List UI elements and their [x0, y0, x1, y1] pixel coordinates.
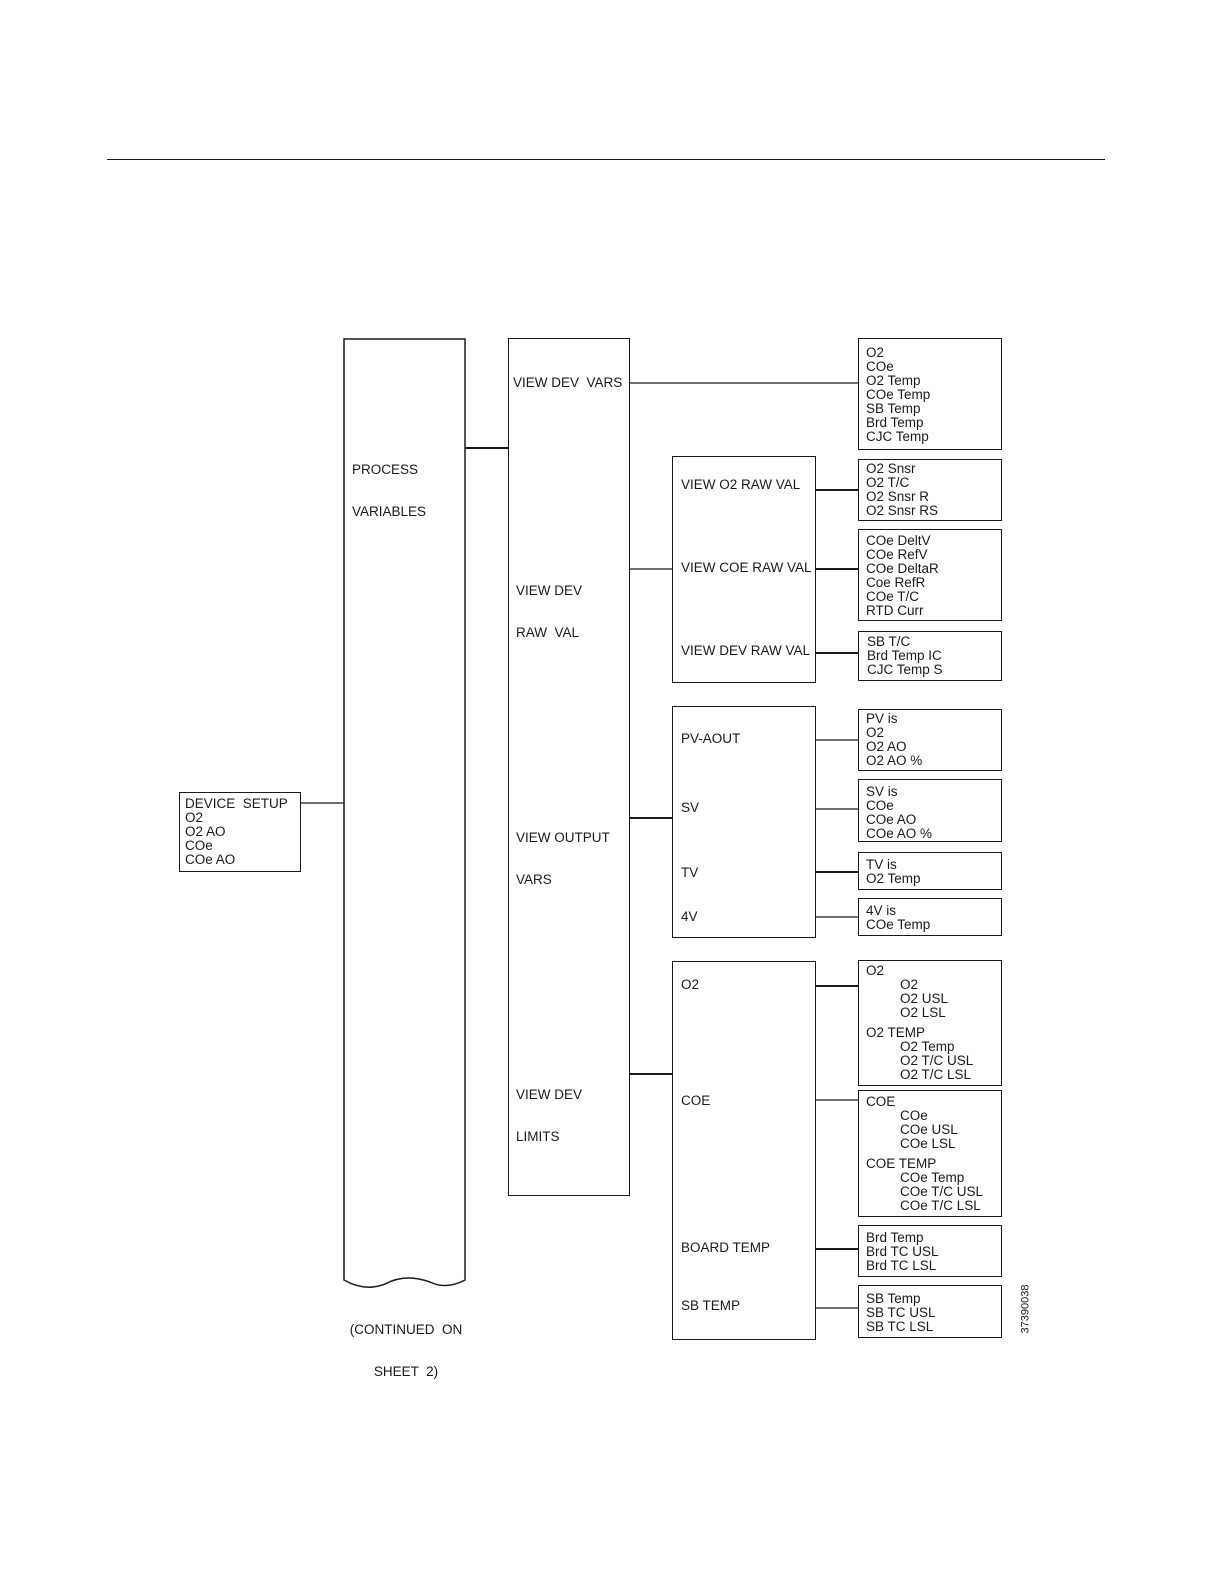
view-coe-raw-val-label: VIEW COE RAW VAL	[681, 560, 812, 575]
figure-id: 37390038	[1019, 1284, 1032, 1334]
limits-o2-label: O2	[681, 977, 700, 992]
raw-submenu-box	[672, 456, 816, 683]
device-setup-item: O2 AO	[185, 824, 226, 839]
device-setup-box	[179, 792, 301, 872]
coe-limits-box	[858, 1090, 1002, 1217]
sv-box	[858, 779, 1002, 842]
device-setup-item: COe AO	[185, 852, 236, 867]
board-limits-list: Brd Temp Brd TC USL Brd TC LSL	[866, 1230, 939, 1273]
view-menu-box	[508, 338, 630, 1196]
view-o2-raw-val-label: VIEW O2 RAW VAL	[681, 477, 801, 492]
coe-raw-list: COe DeltV COe RefV COe DeltaR Coe RefR C…	[866, 533, 939, 618]
limits-coe-label: COE	[681, 1093, 711, 1108]
o2-limits-box	[858, 960, 1002, 1086]
device-setup-title: DEVICE SETUP	[185, 796, 288, 811]
tv-list: TV is O2 Temp	[866, 857, 921, 886]
process-variables-column	[343, 338, 466, 1288]
fv-list: 4V is COe Temp	[866, 903, 931, 932]
o2-raw-list: O2 Snsr O2 T/C O2 Snsr R O2 Snsr RS	[866, 461, 939, 518]
output-submenu-box	[672, 706, 816, 938]
continued-note: (CONTINUED ON SHEET 2)	[349, 1322, 463, 1379]
limits-sb-temp-label: SB TEMP	[681, 1298, 741, 1313]
header-rule	[107, 159, 1105, 160]
dev-vars-box	[858, 338, 1002, 450]
view-dev-limits-label: VIEW DEV LIMITS	[516, 1087, 583, 1144]
coe-limits-list: COE COe COe USL COe LSL COE TEMP COe Tem…	[866, 1094, 984, 1213]
process-variables-label: PROCESS VARIABLES	[352, 462, 427, 519]
device-setup-item: O2	[185, 810, 204, 825]
board-limits-box	[858, 1225, 1002, 1277]
device-setup-list: DEVICE SETUP O2 O2 AO COe COe AO	[185, 797, 288, 867]
view-dev-vars-label: VIEW DEV VARS	[513, 375, 623, 390]
fv-box	[858, 898, 1002, 936]
pv-box	[858, 709, 1002, 771]
sb-limits-list: SB Temp SB TC USL SB TC LSL	[866, 1291, 936, 1334]
coe-raw-box	[858, 529, 1002, 621]
dev-vars-list: O2 COe O2 Temp COe Temp SB Temp Brd Temp…	[866, 345, 931, 444]
o2-limits-list: O2 O2 O2 USL O2 LSL O2 TEMP O2 Temp O2 T…	[866, 963, 974, 1082]
pv-aout-label: PV-AOUT	[681, 731, 741, 746]
fv-label: 4V	[681, 909, 698, 924]
o2-raw-box	[858, 459, 1002, 521]
view-output-vars-label: VIEW OUTPUT VARS	[516, 830, 610, 887]
sv-label: SV	[681, 800, 700, 815]
tv-box	[858, 852, 1002, 890]
sb-limits-box	[858, 1285, 1002, 1338]
view-dev-raw-val-sub-label: VIEW DEV RAW VAL	[681, 643, 811, 658]
pv-list: PV is O2 O2 AO O2 AO %	[866, 711, 923, 768]
dev-raw-box	[858, 631, 1002, 681]
dev-raw-list: SB T/C Brd Temp IC CJC Temp S	[867, 634, 943, 677]
sv-list: SV is COe COe AO COe AO %	[866, 784, 933, 841]
tv-label: TV	[681, 865, 699, 880]
limits-submenu-box	[672, 961, 816, 1340]
limits-board-temp-label: BOARD TEMP	[681, 1240, 771, 1255]
device-setup-item: COe	[185, 838, 213, 853]
view-dev-raw-val-label: VIEW DEV RAW VAL	[516, 583, 583, 640]
